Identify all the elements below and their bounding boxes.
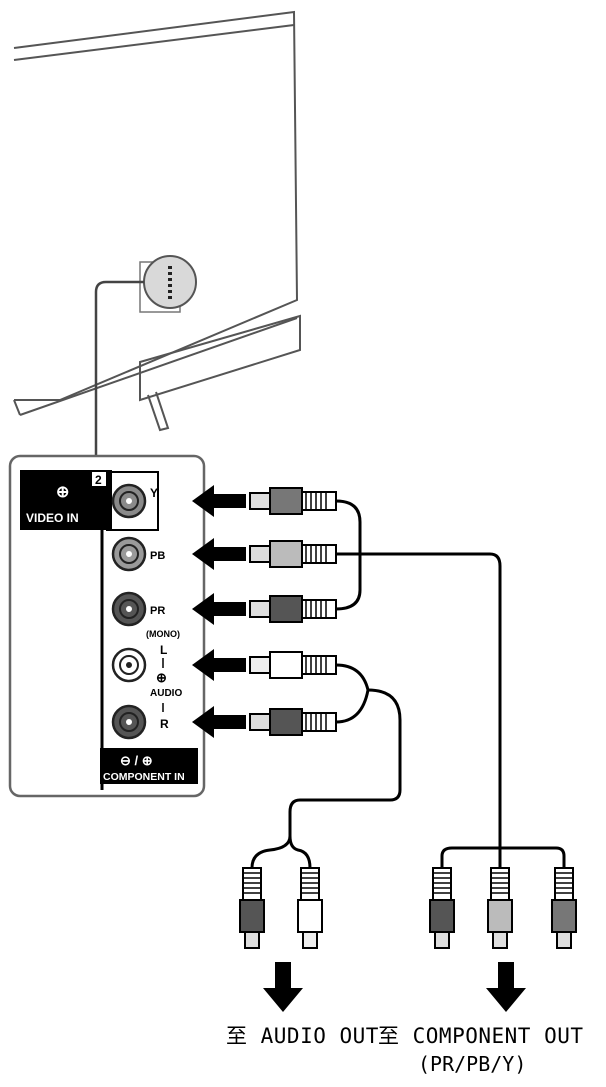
audio-out-label: 至 AUDIO OUT — [226, 1024, 379, 1048]
jack-audio-l — [111, 647, 147, 683]
tv-connector-callout — [94, 255, 197, 456]
component-out-arrow — [486, 962, 526, 1012]
insert-arrows — [192, 485, 246, 738]
cables — [288, 499, 502, 852]
output-arrows — [263, 962, 526, 1012]
mono-label: (MONO) — [146, 629, 180, 639]
jack-y — [111, 483, 147, 519]
jack-pb — [111, 536, 147, 572]
jack-y-label: Y — [150, 486, 158, 500]
plug-y — [249, 487, 337, 515]
panel-plugs — [249, 487, 337, 736]
svg-text:⊕: ⊕ — [56, 484, 69, 501]
input-number: 2 — [95, 473, 102, 487]
plug-component-out-pr — [429, 867, 455, 949]
plug-pb — [249, 540, 337, 568]
component-out-sublabel: (PR/PB/Y) — [418, 1052, 527, 1076]
audio-out-arrow — [263, 962, 303, 1012]
video-in-label: VIDEO IN — [26, 511, 79, 525]
plug-audio-r — [249, 708, 337, 736]
audio-r-label: R — [160, 717, 169, 731]
audio-out-plugs — [239, 867, 323, 949]
audio-out-cable — [250, 835, 312, 869]
plug-audio-out-l — [297, 867, 323, 949]
plug-audio-out-r — [239, 867, 265, 949]
component-out-cable — [440, 846, 566, 868]
jack-pb-label: PB — [150, 550, 165, 562]
terminal-panel: ⊕ VIDEO IN 2 Y PB PR (MONO) L ⊕ — [8, 454, 206, 798]
tv-back — [13, 10, 301, 432]
plug-component-out-y — [551, 867, 577, 949]
svg-text:⊕: ⊕ — [156, 670, 167, 685]
component-out-plugs — [429, 867, 577, 949]
plug-pr — [249, 595, 337, 623]
plug-component-out-pb — [487, 867, 513, 949]
svg-text:⊖ / ⊕: ⊖ / ⊕ — [120, 753, 153, 768]
component-label-block — [100, 748, 198, 784]
jack-audio-r — [111, 704, 147, 740]
jack-pr-label: PR — [150, 605, 165, 617]
component-label: COMPONENT IN — [103, 771, 185, 783]
jack-pr — [111, 591, 147, 627]
audio-l-label: L — [160, 643, 167, 657]
audio-label: AUDIO — [150, 688, 182, 699]
plug-audio-l — [249, 651, 337, 679]
component-out-label: 至 COMPONENT OUT — [378, 1024, 584, 1048]
